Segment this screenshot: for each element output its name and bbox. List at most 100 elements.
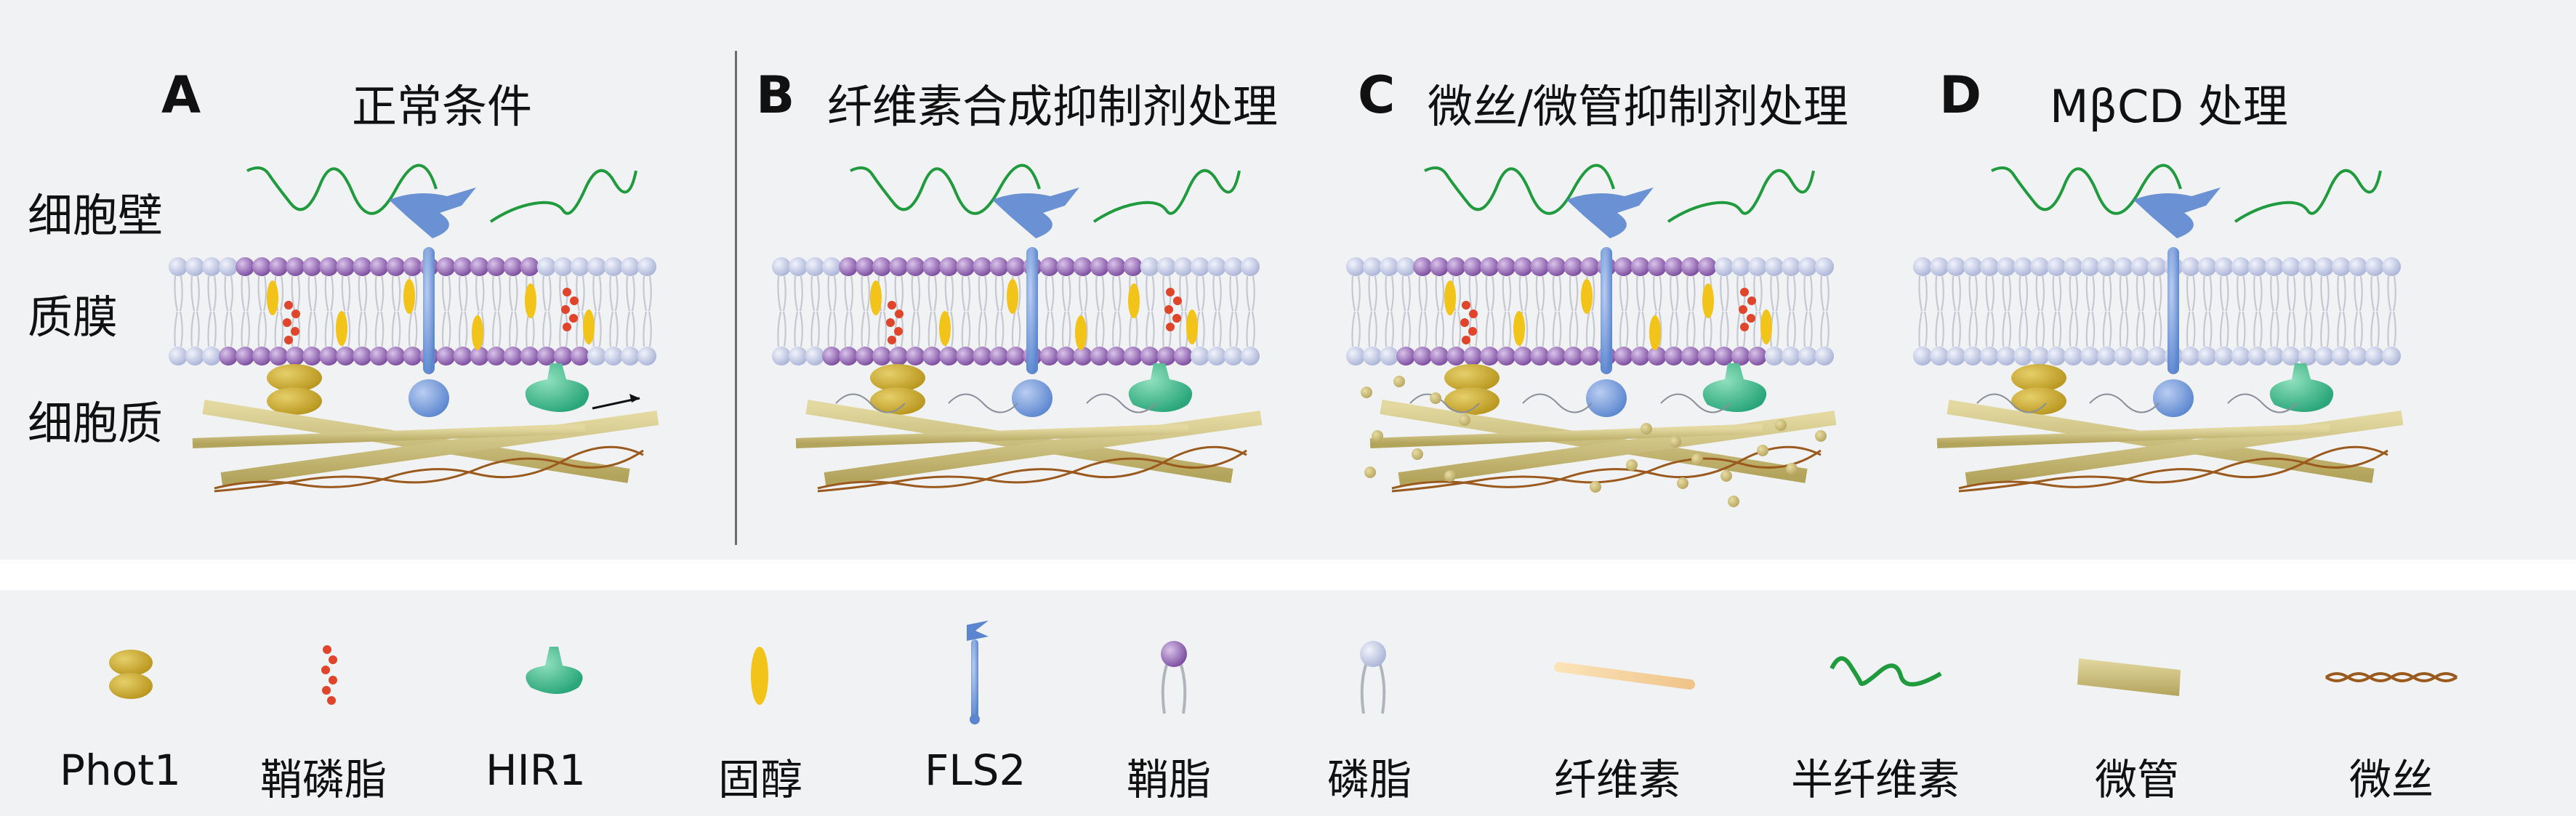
- sphingolipid-head: [872, 257, 892, 276]
- sphingolipid-head: [1630, 257, 1650, 276]
- lipid-tail: [291, 275, 301, 312]
- sphingolipid-head: [520, 347, 539, 365]
- sphingomyelin: [284, 301, 293, 310]
- phospholipid-head: [587, 257, 606, 276]
- lipid-tail: [2102, 275, 2112, 312]
- lipid-tail: [1078, 275, 1088, 312]
- lipid-tail: [1686, 275, 1696, 312]
- lipid-tail: [1753, 275, 1763, 312]
- depolymerized-subunit: [1757, 445, 1768, 456]
- lipid-tail: [374, 275, 385, 312]
- sterol: [583, 310, 595, 344]
- phospholipid-head: [2197, 257, 2217, 276]
- sphingolipid-head: [1530, 257, 1550, 276]
- lipid-tail: [1112, 311, 1122, 347]
- diffusion-path: [1976, 393, 2047, 413]
- sphingolipid-head: [1430, 347, 1449, 365]
- lipid-tail: [2370, 275, 2380, 312]
- sphingolipid-head: [1123, 257, 1143, 276]
- fls2-transmembrane: [1026, 247, 1038, 374]
- legend-label-phot1: Phot1: [60, 746, 181, 795]
- sphingolipid-head: [1123, 347, 1143, 365]
- phospholipid-head: [1781, 347, 1800, 365]
- lipid-tail: [1787, 275, 1796, 312]
- phospholipid-head: [2214, 347, 2234, 365]
- lipid-tail: [794, 275, 803, 312]
- panel-c-letter: C: [1358, 65, 1396, 125]
- sphingolipid-head: [1413, 257, 1433, 276]
- phospholipid-head: [2080, 347, 2100, 365]
- phospholipid-head: [1207, 347, 1226, 365]
- phospholipid-head: [1241, 257, 1260, 276]
- lipid-tail: [2387, 311, 2396, 347]
- sphingomyelin: [570, 296, 579, 305]
- lipid-tail: [609, 311, 619, 347]
- sphingolipid-head: [1714, 347, 1734, 365]
- sphingolipid-head: [973, 347, 992, 365]
- depolymerized-subunit: [1372, 430, 1383, 442]
- lipid-tail: [2035, 275, 2045, 312]
- phospholipid-head: [2130, 257, 2150, 276]
- phospholipid-head: [2331, 257, 2351, 276]
- lipid-tail: [1485, 311, 1495, 347]
- phospholipid-head: [169, 347, 188, 365]
- sphingolipid-head: [1480, 347, 1500, 365]
- sphingolipid-head: [386, 257, 406, 276]
- phospholipid-head: [1798, 257, 1817, 276]
- lipid-tail: [1918, 311, 1928, 347]
- lipid-tail: [324, 275, 334, 312]
- lipid-tail: [1452, 311, 1462, 347]
- sphingolipid-head: [302, 347, 322, 365]
- sterol: [939, 311, 951, 346]
- lipid-tail: [2253, 275, 2263, 312]
- sphingolipid-head: [353, 347, 372, 365]
- phospholipid-head: [2030, 257, 2050, 276]
- sphingolipid-head: [252, 347, 272, 365]
- phospholipid-head: [1747, 257, 1767, 276]
- microtubule: [192, 424, 586, 448]
- lipid-tail: [777, 311, 786, 347]
- panel-c: [1346, 163, 1837, 507]
- lipid-tail: [1535, 275, 1545, 312]
- legend-label-hemicellulose: 半纤维素: [1791, 755, 1960, 804]
- sphingomyelin: [887, 336, 896, 344]
- sphingolipid-head: [369, 257, 389, 276]
- sphingomyelin: [284, 336, 293, 344]
- lipid-tail: [810, 275, 820, 312]
- sphingolipid-head: [1497, 257, 1516, 276]
- lipid-tail: [2186, 311, 2196, 347]
- phospholipid-head: [2247, 347, 2267, 365]
- depolymerized-subunit: [1444, 470, 1456, 482]
- phospholipid-head: [2030, 347, 2050, 365]
- lipid-tail: [1952, 275, 1961, 312]
- legend-label-microtubule: 微管: [2095, 755, 2180, 804]
- phospholipid-head: [1363, 257, 1382, 276]
- lipid-tail: [2354, 311, 2363, 347]
- fls2-ectodomain: [2133, 187, 2221, 238]
- sterol: [1186, 310, 1198, 344]
- lipid-tail: [994, 311, 1005, 347]
- lipid-tail: [475, 275, 485, 312]
- legend-label-sphingophospholipid: 鞘磷脂: [260, 755, 387, 804]
- lipid-tail: [1112, 275, 1122, 312]
- phospholipid-head: [1207, 257, 1226, 276]
- lipid-tail: [927, 275, 938, 312]
- lipid-tail: [492, 311, 502, 347]
- lipid-tail: [877, 311, 887, 347]
- phospholipid-head: [1815, 257, 1834, 276]
- sphingomyelin: [1166, 323, 1175, 331]
- lipid-tail: [241, 311, 250, 347]
- phospholipid-head: [1764, 347, 1784, 365]
- phospholipid-head: [185, 347, 205, 365]
- lipid-tail: [1935, 311, 1944, 347]
- sphingolipid-head: [1090, 257, 1109, 276]
- sphingomyelin: [1462, 301, 1470, 310]
- diffusion-path: [1660, 393, 1731, 413]
- depolymerized-subunit: [1626, 459, 1638, 471]
- sphingomyelin: [1747, 314, 1755, 323]
- hemicellulose-strand: [1092, 169, 1241, 223]
- phospholipid-head: [2181, 347, 2200, 365]
- sphingomyelin: [894, 327, 903, 336]
- sphingolipid-head: [906, 257, 925, 276]
- diffusion-path: [835, 393, 906, 413]
